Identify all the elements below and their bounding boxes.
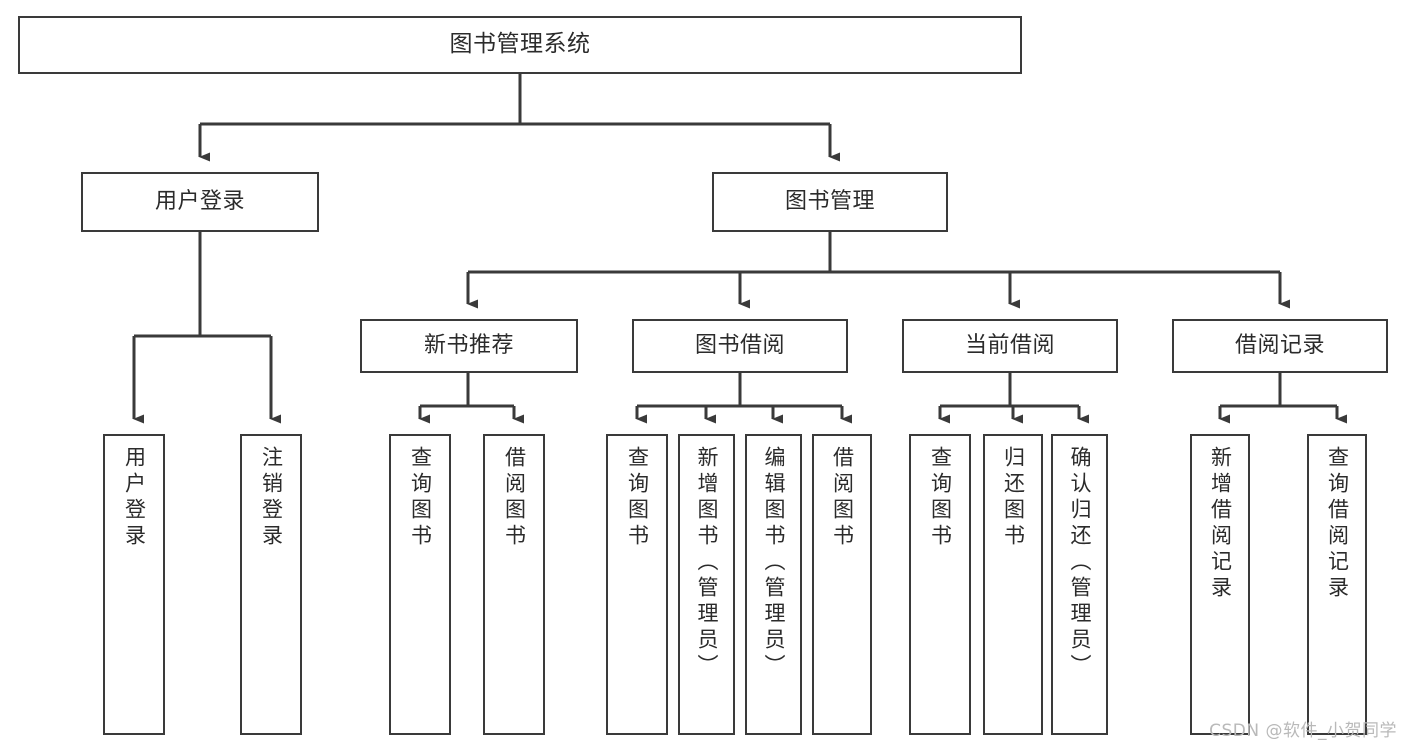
node-current-borrow-label: 当前借阅 (964, 333, 1055, 359)
node-root-system-label: 图书管理系统 (449, 31, 591, 58)
connector-userlogin-to-leaves (132, 232, 281, 424)
node-book-borrow[interactable]: 图书借阅 (632, 319, 848, 373)
node-user-login[interactable]: 用户登录 (81, 172, 319, 232)
leaf-query-book-3[interactable]: 查询图书 (909, 434, 971, 735)
node-borrow-record[interactable]: 借阅记录 (1172, 319, 1388, 373)
node-root-system[interactable]: 图书管理系统 (18, 16, 1022, 74)
node-book-manage-label: 图书管理 (784, 189, 875, 215)
node-new-book-recommend[interactable]: 新书推荐 (360, 319, 578, 373)
leaf-borrow-book-2-label: 借阅图书 (830, 446, 855, 550)
node-book-borrow-label: 图书借阅 (694, 333, 785, 359)
leaf-add-borrow-record-label: 新增借阅记录 (1208, 446, 1233, 602)
leaf-add-book-admin-label: 新增图书（管理员） (695, 446, 719, 680)
leaf-edit-book-admin-label: 编辑图书（管理员） (762, 446, 786, 680)
leaf-query-book-3-label: 查询图书 (928, 446, 953, 550)
leaf-add-borrow-record[interactable]: 新增借阅记录 (1190, 434, 1250, 735)
leaf-confirm-return-admin-label: 确认归还（管理员） (1068, 446, 1092, 680)
node-user-login-label: 用户登录 (154, 189, 245, 215)
leaf-add-book-admin[interactable]: 新增图书（管理员） (678, 434, 735, 735)
leaf-query-borrow-record[interactable]: 查询借阅记录 (1307, 434, 1367, 735)
connector-bookborrow-to-leaves (635, 373, 852, 424)
connector-newbook-to-leaves (418, 373, 524, 424)
leaf-query-book-1[interactable]: 查询图书 (389, 434, 451, 735)
node-book-manage[interactable]: 图书管理 (712, 172, 948, 232)
leaf-user-login-label: 用户登录 (122, 446, 147, 550)
connector-bookmanage-to-level3 (466, 232, 1290, 309)
leaf-user-logout-label: 注销登录 (259, 446, 284, 550)
node-new-book-recommend-label: 新书推荐 (423, 333, 514, 359)
leaf-user-login[interactable]: 用户登录 (103, 434, 165, 735)
leaf-query-book-2[interactable]: 查询图书 (606, 434, 668, 735)
leaf-edit-book-admin[interactable]: 编辑图书（管理员） (745, 434, 802, 735)
connector-borrowrecord-to-leaves (1218, 373, 1347, 424)
leaf-borrow-book-2[interactable]: 借阅图书 (812, 434, 872, 735)
connector-currentborrow-to-leaves (938, 373, 1089, 424)
connector-root-to-level2 (198, 74, 840, 162)
leaf-return-book[interactable]: 归还图书 (983, 434, 1043, 735)
leaf-confirm-return-admin[interactable]: 确认归还（管理员） (1051, 434, 1108, 735)
leaf-query-book-2-label: 查询图书 (625, 446, 650, 550)
leaf-user-logout[interactable]: 注销登录 (240, 434, 302, 735)
leaf-borrow-book-1[interactable]: 借阅图书 (483, 434, 545, 735)
node-current-borrow[interactable]: 当前借阅 (902, 319, 1118, 373)
leaf-query-book-1-label: 查询图书 (408, 446, 433, 550)
node-borrow-record-label: 借阅记录 (1234, 333, 1325, 359)
leaf-query-borrow-record-label: 查询借阅记录 (1325, 446, 1350, 602)
leaf-return-book-label: 归还图书 (1001, 446, 1026, 550)
leaf-borrow-book-1-label: 借阅图书 (502, 446, 527, 550)
csdn-watermark: CSDN @软件_小贺同学 (1209, 721, 1397, 741)
